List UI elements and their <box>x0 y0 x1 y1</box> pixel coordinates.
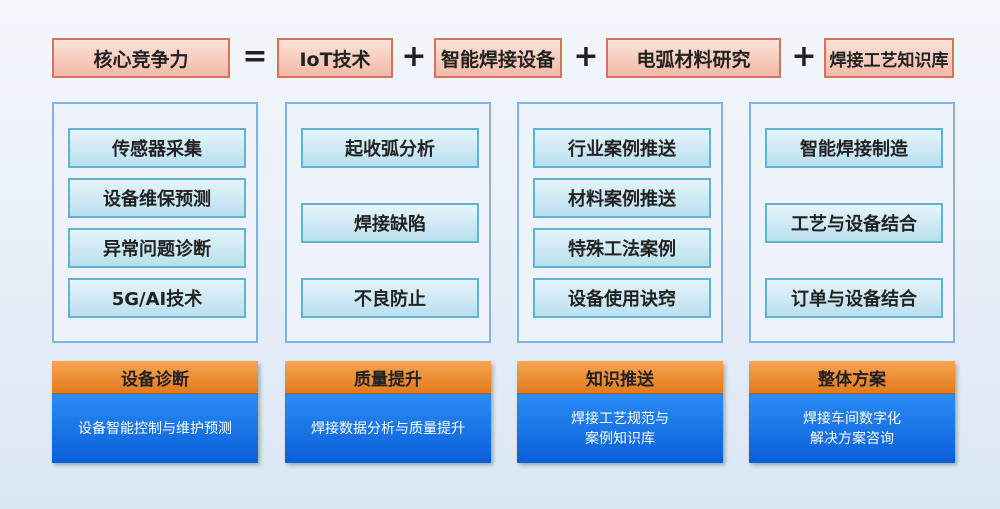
plus-sign: + <box>573 39 599 74</box>
plus-sign: + <box>791 39 817 74</box>
feature-item: 工艺与设备结合 <box>765 203 943 243</box>
plus-sign: + <box>401 39 427 74</box>
card-title: 知识推送 <box>517 361 723 394</box>
feature-item: 传感器采集 <box>68 128 246 168</box>
feature-item: 设备使用诀窍 <box>533 278 711 318</box>
card-desc: 焊接数据分析与质量提升 <box>285 394 491 463</box>
feature-item: 不良防止 <box>301 278 479 318</box>
feature-item: 行业案例推送 <box>533 128 711 168</box>
panel-solution: 智能焊接制造 工艺与设备结合 订单与设备结合 <box>749 102 955 343</box>
card-title: 质量提升 <box>285 361 491 394</box>
core-competitiveness-box: 核心竞争力 <box>52 38 230 78</box>
feature-item: 智能焊接制造 <box>765 128 943 168</box>
feature-item: 起收弧分析 <box>301 128 479 168</box>
card-desc: 焊接车间数字化 解决方案咨询 <box>749 394 955 463</box>
feature-item: 订单与设备结合 <box>765 278 943 318</box>
card-device-diagnosis: 设备诊断 设备智能控制与维护预测 <box>52 361 258 463</box>
card-title: 整体方案 <box>749 361 955 394</box>
card-desc: 焊接工艺规范与 案例知识库 <box>517 394 723 463</box>
card-desc: 设备智能控制与维护预测 <box>52 394 258 463</box>
panel-quality: 起收弧分析 焊接缺陷 不良防止 <box>285 102 491 343</box>
feature-item: 材料案例推送 <box>533 178 711 218</box>
feature-item: 5G/AI技术 <box>68 278 246 318</box>
term-iot: IoT技术 <box>277 38 393 78</box>
feature-item: 异常问题诊断 <box>68 228 246 268</box>
feature-item: 焊接缺陷 <box>301 203 479 243</box>
term-welding-equipment: 智能焊接设备 <box>434 38 562 78</box>
panel-knowledge: 行业案例推送 材料案例推送 特殊工法案例 设备使用诀窍 <box>517 102 723 343</box>
feature-item: 特殊工法案例 <box>533 228 711 268</box>
term-arc-material: 电弧材料研究 <box>606 38 781 78</box>
term-knowledge-base: 焊接工艺知识库 <box>824 38 954 78</box>
feature-item: 设备维保预测 <box>68 178 246 218</box>
panel-device: 传感器采集 设备维保预测 异常问题诊断 5G/AI技术 <box>52 102 258 343</box>
card-solution: 整体方案 焊接车间数字化 解决方案咨询 <box>749 361 955 463</box>
card-quality: 质量提升 焊接数据分析与质量提升 <box>285 361 491 463</box>
card-knowledge: 知识推送 焊接工艺规范与 案例知识库 <box>517 361 723 463</box>
equals-sign: = <box>242 39 268 74</box>
card-title: 设备诊断 <box>52 361 258 394</box>
